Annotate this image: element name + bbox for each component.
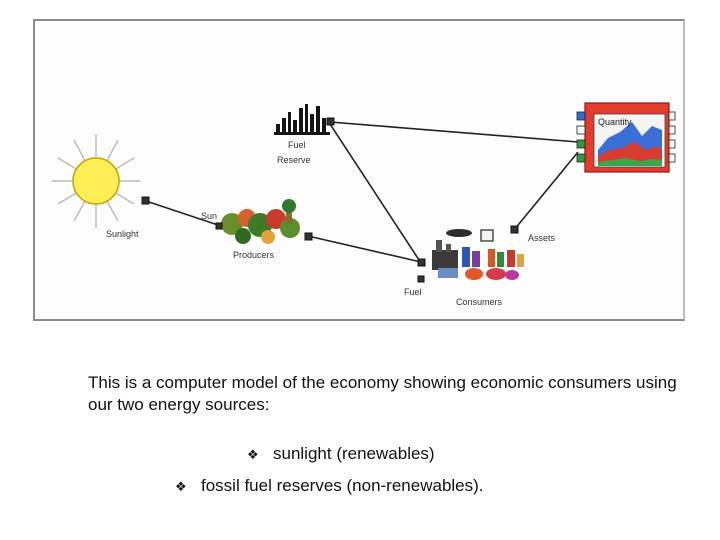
- producers-input-port[interactable]: [215, 222, 223, 230]
- sunlight-label: Sunlight: [106, 229, 139, 239]
- producers-label: Producers: [233, 250, 275, 260]
- plants-and-trees-icon: [221, 199, 300, 244]
- factory-skyline-icon: [274, 104, 330, 135]
- connection-lines: [145, 121, 579, 264]
- bullet-text: sunlight (renewables): [273, 444, 435, 463]
- fuel-reserve-label-line1: Fuel: [288, 140, 306, 150]
- quantity-port-3[interactable]: [576, 139, 586, 149]
- quantity-port-8[interactable]: [668, 153, 676, 163]
- line-reserve-to-quantity: [329, 121, 579, 143]
- producers-output-port[interactable]: [304, 232, 313, 241]
- line-producers-to-consumers: [307, 235, 422, 263]
- fuel-reserve-label-line2: Reserve: [277, 155, 311, 165]
- quantity-port-4[interactable]: [576, 153, 586, 163]
- quantity-port-2[interactable]: [576, 125, 586, 135]
- quantity-label: Quantity: [598, 117, 632, 127]
- bullet-item: ❖ sunlight (renewables): [247, 443, 435, 466]
- sun-disc: [72, 157, 120, 205]
- fuel-port[interactable]: [417, 275, 425, 283]
- quantity-port-1[interactable]: [576, 111, 586, 121]
- area-chart-icon: [598, 122, 662, 166]
- assets-port[interactable]: [510, 225, 519, 234]
- diagram-frame: [33, 19, 685, 321]
- quantity-port-7[interactable]: [668, 139, 676, 149]
- sun-label: Sun: [201, 211, 217, 221]
- bullet-text: fossil fuel reserves (non-renewables).: [201, 476, 484, 495]
- caption-text: This is a computer model of the economy …: [88, 373, 677, 414]
- fuel-reserve-port[interactable]: [326, 117, 335, 126]
- line-sun-to-producers: [145, 200, 219, 226]
- sun-icon: [52, 134, 140, 228]
- quantity-port-5[interactable]: [668, 111, 676, 121]
- assets-label: Assets: [528, 233, 556, 243]
- people-and-industry-icon: [432, 229, 524, 280]
- diamond-bullet-icon: ❖: [247, 447, 259, 462]
- quantity-panel[interactable]: Quantity: [576, 102, 676, 173]
- consumers-label: Consumers: [456, 297, 503, 307]
- line-assets-to-quantity: [513, 151, 579, 231]
- diamond-bullet-icon: ❖: [175, 479, 187, 494]
- consumers-port[interactable]: [417, 258, 426, 267]
- fuel-label: Fuel: [404, 287, 422, 297]
- sun-port[interactable]: [141, 196, 150, 205]
- line-reserve-to-fuel: [329, 123, 422, 264]
- quantity-port-6[interactable]: [668, 125, 676, 135]
- bullet-item: ❖ fossil fuel reserves (non-renewables).: [175, 475, 484, 498]
